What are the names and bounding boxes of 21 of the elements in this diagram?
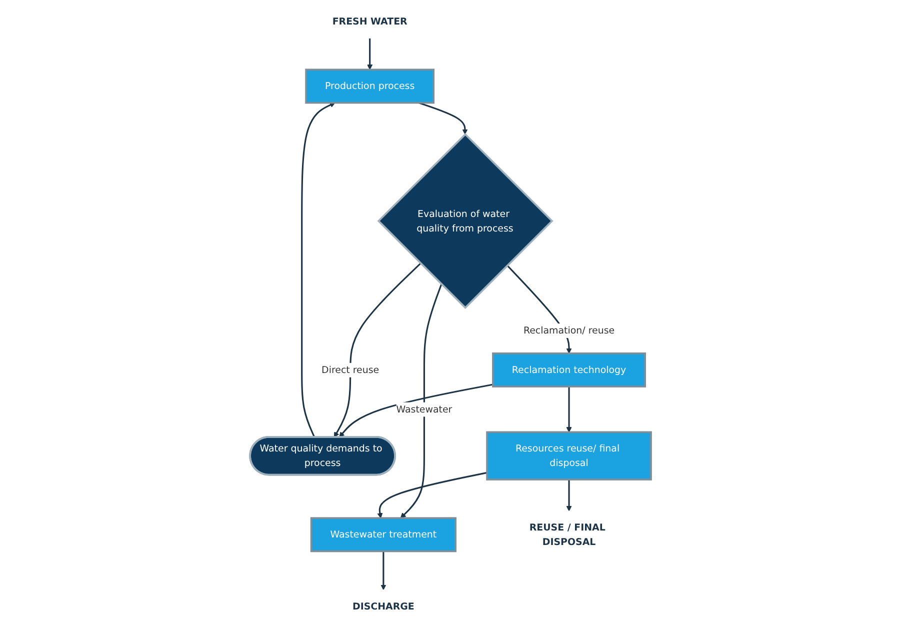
arrow — [566, 480, 572, 512]
arrow — [367, 38, 373, 70]
edge-label: Direct reuse — [322, 364, 380, 376]
node-box: Production process — [305, 68, 434, 104]
arrow — [377, 472, 488, 518]
arrow — [400, 284, 442, 518]
node-box: Wastewater treatment — [310, 517, 456, 552]
arrow — [380, 551, 386, 590]
node-diamond: Evaluation of water quality from process — [377, 132, 554, 310]
node-text: DISCHARGE — [352, 600, 414, 612]
arrow — [418, 102, 468, 135]
node-text: REUSE / FINAL DISPOSAL — [529, 522, 606, 548]
node-box: Resources reuse/ final disposal — [486, 431, 652, 480]
edge-label: Wastewater — [396, 404, 452, 415]
node-box: Reclamation technology — [492, 352, 646, 388]
arrow — [566, 386, 572, 432]
arrow — [339, 384, 494, 438]
node-text: FRESH WATER — [332, 16, 408, 28]
arrow — [301, 102, 336, 438]
arrow — [334, 262, 422, 438]
edge-label: Reclamation/ reuse — [523, 324, 615, 336]
